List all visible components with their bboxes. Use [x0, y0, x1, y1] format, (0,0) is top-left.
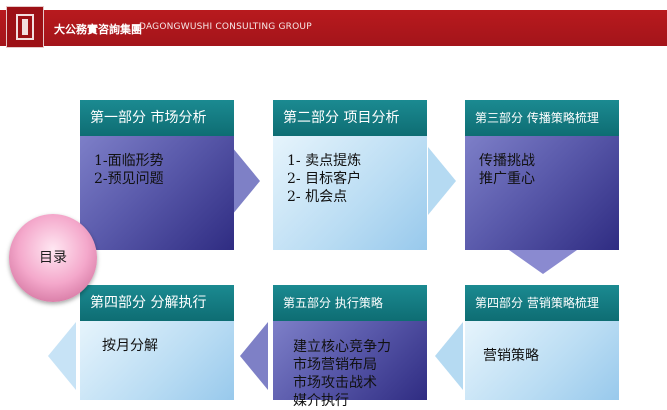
section-body: 建立核心竞争力 市场营销布局 市场攻击战术 媒介执行 [273, 321, 427, 409]
section-card-communication-strategy[interactable]: 第三部分 传播策略梳理 传播挑战 推广重心 [465, 100, 619, 250]
section-body: 营销策略 [465, 321, 619, 400]
arrow-right-1 [232, 147, 260, 215]
section-title: 第三部分 传播策略梳理 [465, 100, 619, 136]
arrow-left-1 [435, 322, 463, 390]
section-card-execution-breakdown[interactable]: 第四部分 分解执行 按月分解 [80, 285, 234, 400]
table-of-contents-circle[interactable]: 目录 [9, 214, 97, 302]
header: 大公務實咨詢集團 DAGONGWUSHI CONSULTING GROUP [0, 0, 667, 52]
arrow-right-2 [428, 147, 456, 215]
section-title: 第二部分 项目分析 [273, 100, 427, 136]
section-title: 第四部分 分解执行 [80, 285, 234, 321]
brand-name-en: DAGONGWUSHI CONSULTING GROUP [139, 22, 312, 32]
header-band [0, 10, 667, 46]
table-of-contents-label: 目录 [39, 250, 67, 266]
section-card-execution-strategy[interactable]: 第五部分 执行策略 建立核心竞争力 市场营销布局 市场攻击战术 媒介执行 [273, 285, 427, 409]
section-title: 第四部分 营销策略梳理 [465, 285, 619, 321]
section-body: 1- 卖点提炼 2- 目标客户 2- 机会点 [273, 136, 427, 250]
section-title: 第一部分 市场分析 [80, 100, 234, 136]
section-card-market-analysis[interactable]: 第一部分 市场分析 1-面临形势 2-预见问题 [80, 100, 234, 250]
section-card-project-analysis[interactable]: 第二部分 项目分析 1- 卖点提炼 2- 目标客户 2- 机会点 [273, 100, 427, 250]
section-body: 1-面临形势 2-预见问题 [80, 136, 234, 250]
section-title: 第五部分 执行策略 [273, 285, 427, 321]
arrow-down [509, 250, 577, 274]
company-logo [6, 6, 44, 48]
arrow-left-2 [240, 322, 268, 390]
section-body: 按月分解 [80, 321, 234, 400]
brand-name-cn: 大公務實咨詢集團 [54, 23, 142, 36]
section-card-marketing-strategy[interactable]: 第四部分 营销策略梳理 营销策略 [465, 285, 619, 400]
section-body: 传播挑战 推广重心 [465, 136, 619, 250]
arrow-left-3 [48, 322, 76, 390]
